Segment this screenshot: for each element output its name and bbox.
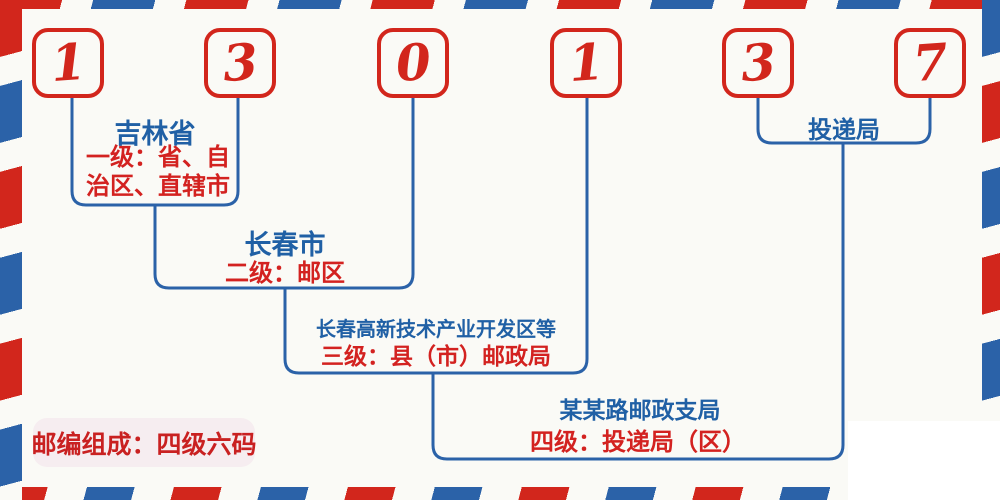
- digit-text: 3: [220, 31, 260, 94]
- airmail-border-right: [982, 0, 1000, 500]
- digit-text: 1: [566, 31, 606, 94]
- digit-box-4: 1: [550, 28, 622, 98]
- digit-text: 3: [738, 31, 778, 94]
- level3-desc: 三级：县（市）邮政局: [321, 344, 551, 370]
- bracket-delivery: [756, 96, 932, 145]
- digit-box-3: 0: [377, 28, 449, 98]
- digit-box-1: 1: [32, 28, 104, 98]
- digit-box-2: 3: [204, 28, 276, 98]
- airmail-border-bottom: [0, 487, 1000, 500]
- white-patch: [848, 421, 1000, 500]
- bracket-level4: [431, 143, 845, 461]
- badge-text: 邮编组成：四级六码: [31, 429, 257, 459]
- digit-text: 7: [910, 31, 950, 94]
- level4-desc: 四级：投递局（区）: [530, 428, 746, 456]
- airmail-border-top: [0, 0, 1000, 9]
- level1-desc-line1: 一级：省、自: [86, 143, 230, 171]
- digit-box-5: 3: [722, 28, 794, 98]
- level1-desc-line2: 治区、直辖市: [86, 172, 230, 200]
- level2-desc: 二级：邮区: [225, 259, 345, 287]
- bracket-level3: [283, 96, 589, 375]
- level1-desc: 一级：省、自 治区、直辖市: [86, 143, 230, 201]
- digit-text: 1: [48, 31, 88, 94]
- level2-name: 长春市: [244, 230, 326, 261]
- airmail-border-left: [0, 0, 22, 500]
- postcode-composition-badge: 邮编组成：四级六码: [31, 418, 257, 467]
- level3-name: 长春高新技术产业开发区等: [316, 317, 556, 341]
- digit-box-6: 7: [894, 28, 966, 98]
- level4-name: 某某路邮政支局: [559, 398, 721, 424]
- delivery-bureau-label: 投递局: [808, 116, 880, 144]
- level1-name: 吉林省: [114, 119, 196, 150]
- digit-text: 0: [393, 31, 433, 94]
